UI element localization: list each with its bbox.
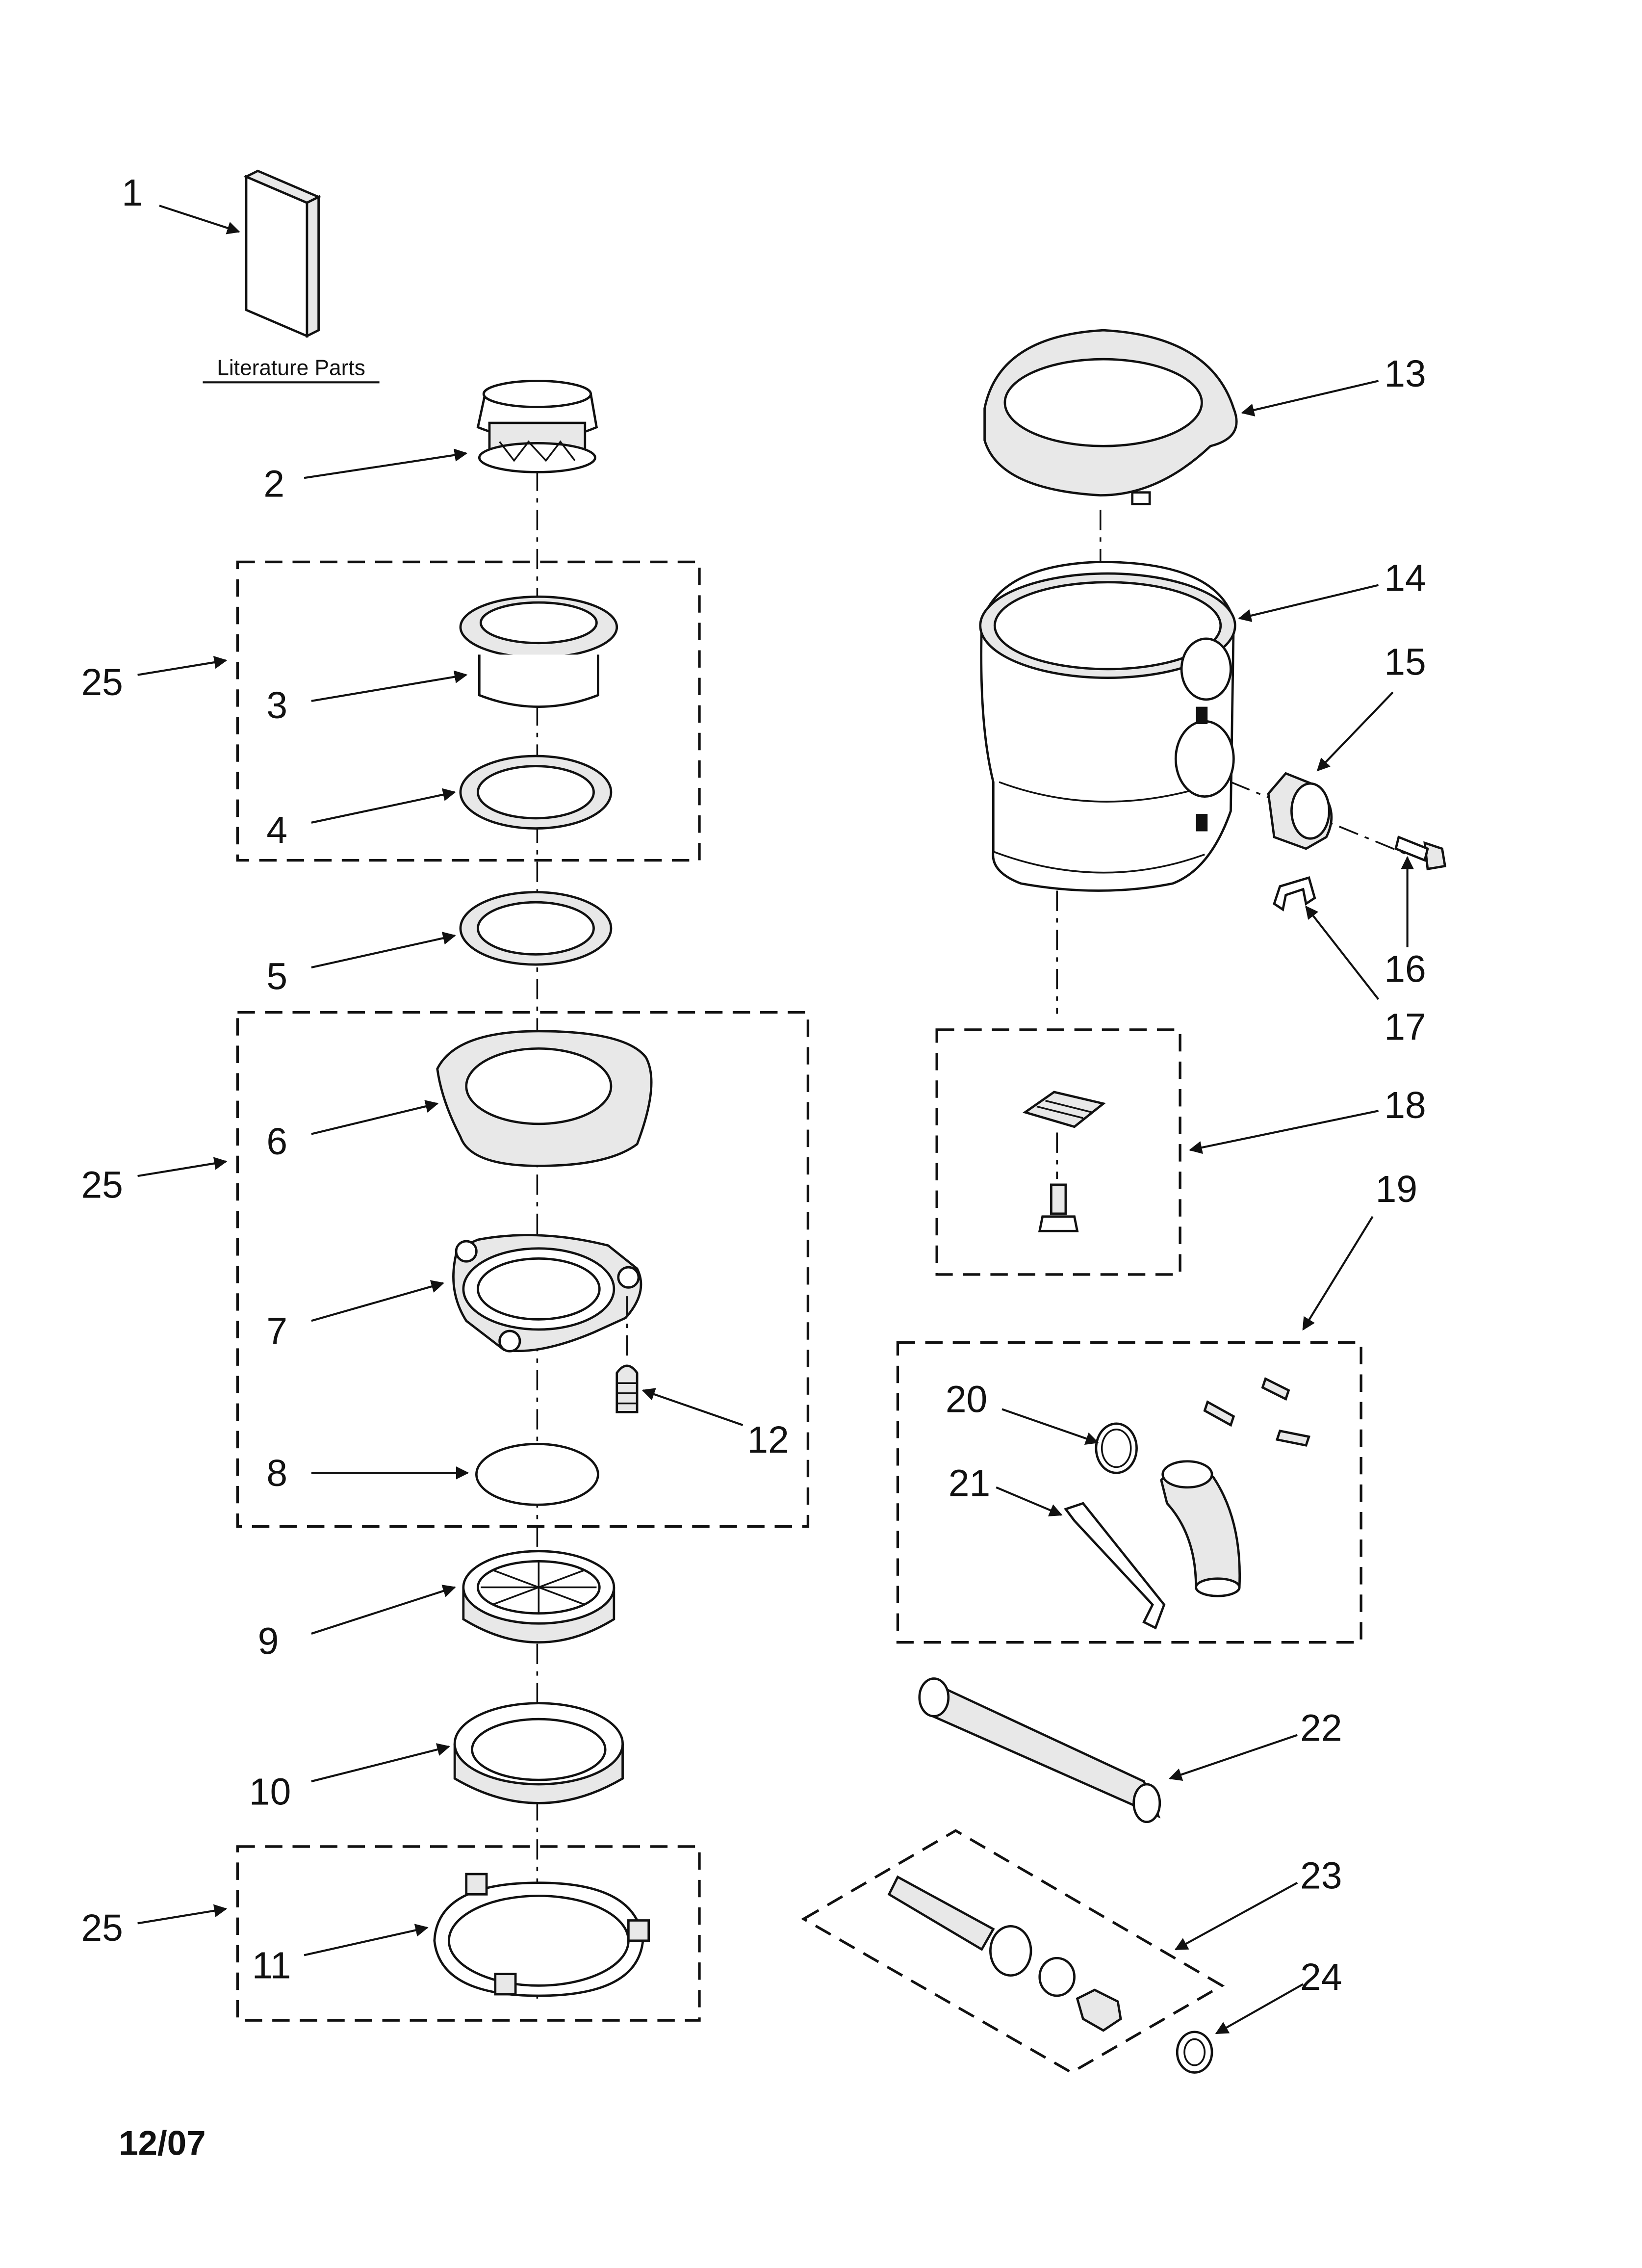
- callout-16: 16: [1384, 949, 1426, 991]
- callout-18: 18: [1384, 1085, 1426, 1126]
- backup-flange-part: [436, 1030, 653, 1167]
- callout-20: 20: [946, 1379, 987, 1420]
- callout-23: 23: [1300, 1855, 1342, 1897]
- hose-clamp-part: [1095, 1422, 1138, 1474]
- callout-4: 4: [266, 809, 287, 851]
- callout-25-middle: 25: [81, 1164, 123, 1206]
- gasket-part-10: [453, 1702, 624, 1804]
- kit-box-18: [935, 1028, 1181, 1276]
- callout-labels: 1 2 25 3 4 5 6 25 7 12 8 9 10 25 11 13 1…: [81, 172, 1426, 1998]
- callout-10: 10: [249, 1771, 291, 1813]
- date-code: 12/07: [119, 2124, 205, 2163]
- callout-1: 1: [122, 172, 143, 214]
- callout-25-upper: 25: [81, 662, 123, 704]
- kit-box-19: [896, 1341, 1362, 1644]
- callout-14: 14: [1384, 557, 1426, 599]
- gasket-part-4: [459, 755, 613, 830]
- callout-6: 6: [266, 1121, 287, 1163]
- callout-24: 24: [1300, 1956, 1342, 1998]
- callout-arrows: [137, 205, 1414, 2034]
- mounting-ring-part: [452, 1234, 642, 1353]
- callout-13: 13: [1384, 353, 1426, 395]
- callout-15: 15: [1384, 642, 1426, 683]
- kit-box-23: [801, 1829, 1225, 2074]
- top-cover-part: [983, 329, 1238, 505]
- callout-9: 9: [258, 1620, 279, 1662]
- gasket-part-5: [459, 891, 613, 966]
- kit-box-25-lower: [236, 1845, 701, 2022]
- splash-guard-part: [462, 1550, 616, 1643]
- stopper-part: [476, 380, 598, 473]
- callout-21: 21: [949, 1463, 990, 1505]
- lower-mounting-ring-part: [433, 1873, 650, 1997]
- tag-and-screw-part: [1022, 1091, 1106, 1232]
- inlet-screw-part: [1394, 835, 1447, 871]
- callout-17: 17: [1384, 1007, 1426, 1048]
- kit-box-25-upper: [236, 560, 701, 862]
- callout-8: 8: [266, 1453, 287, 1494]
- callout-25-lower: 25: [81, 1907, 123, 1949]
- discharge-elbow-part: [1160, 1460, 1241, 1597]
- kit-box-25-middle: [236, 1011, 810, 1528]
- callout-12: 12: [747, 1419, 789, 1461]
- callout-3: 3: [266, 685, 287, 727]
- callout-5: 5: [266, 956, 287, 997]
- mounting-screw-part: [616, 1364, 639, 1413]
- callout-7: 7: [266, 1311, 287, 1353]
- elbow-screws-part: [1203, 1377, 1310, 1447]
- literature-parts: Literature Parts: [203, 169, 380, 384]
- callout-2: 2: [263, 464, 284, 505]
- wrench-part: [1064, 1502, 1166, 1630]
- callout-11: 11: [252, 1945, 291, 1987]
- callout-22: 22: [1300, 1707, 1342, 1749]
- dishwasher-connector-part: [887, 1875, 1122, 2032]
- tailpiece-tube-part: [918, 1677, 1161, 1824]
- inlet-fitting-part: [1267, 772, 1333, 850]
- callout-19: 19: [1376, 1169, 1417, 1210]
- retaining-clip-part: [1273, 876, 1316, 912]
- sink-flange-part: [459, 595, 618, 708]
- o-ring-part: [1176, 2031, 1213, 2074]
- literature-parts-caption: Literature Parts: [217, 356, 365, 380]
- disposer-housing-part: [979, 561, 1236, 892]
- snap-ring-part: [475, 1442, 599, 1506]
